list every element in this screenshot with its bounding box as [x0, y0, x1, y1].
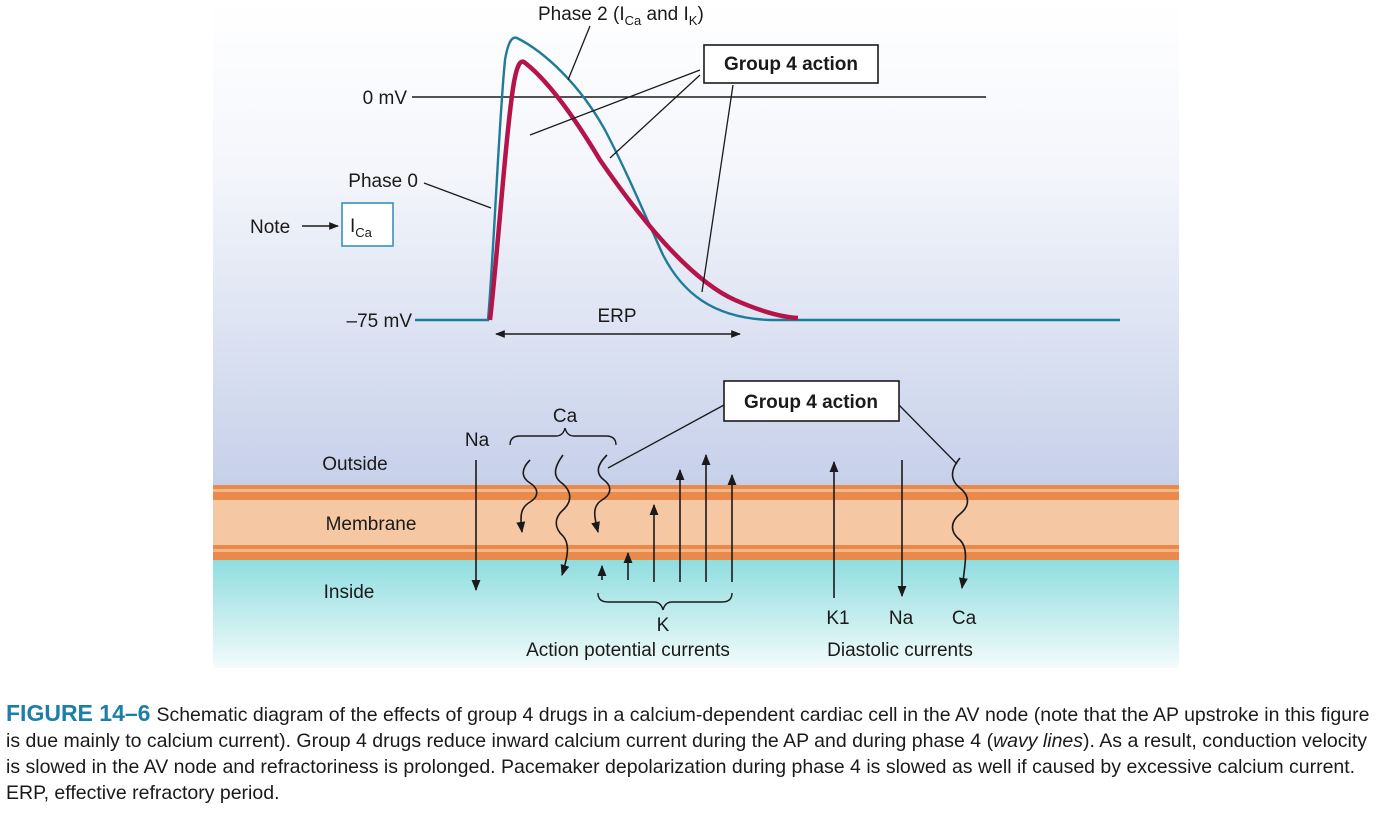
inside-label: Inside [324, 582, 375, 603]
figure-label: FIGURE 14–6 [6, 700, 151, 726]
na-right-label: Na [889, 608, 914, 629]
ap-currents-label: Action potential currents [526, 640, 730, 661]
diastolic-currents-label: Diastolic currents [827, 640, 973, 661]
note-label: Note [250, 217, 290, 238]
phase2-label: Phase 2 (ICa and IK) [538, 4, 704, 28]
ca-wavy-arrow-2 [554, 454, 571, 577]
k1-label: K1 [826, 608, 849, 629]
na-left-label: Na [465, 430, 490, 451]
caption-text-2: ). As a result, conduction velocity is s… [6, 730, 1367, 804]
caption-italic: wavy lines [993, 730, 1084, 752]
ca-wavy-arrow-diastolic [951, 457, 969, 590]
ca-right-label: Ca [952, 608, 977, 629]
caption-text-1: Schematic diagram of the effects of grou… [6, 704, 1370, 752]
erp-label: ERP [597, 306, 636, 327]
group4-bottom-label: Group 4 action [744, 392, 878, 413]
control-ap-trace [415, 36, 1120, 322]
inside-region [213, 560, 1179, 668]
rest-mv-label: –75 mV [347, 311, 413, 332]
membrane-band [213, 485, 1179, 560]
outside-label: Outside [322, 454, 387, 475]
group4-bottom-box [723, 380, 900, 422]
group4-top-label: Group 4 action [724, 54, 858, 75]
group4-top-box [703, 44, 879, 84]
figure-diagram: Phase 2 (ICa and IK) Group 4 action 0 mV… [213, 0, 1179, 668]
k-bottom-brace [597, 592, 733, 611]
ica-label: ICa [350, 216, 373, 240]
phase0-label: Phase 0 [348, 171, 418, 192]
membrane-label: Membrane [326, 514, 417, 535]
ca-wavy-arrow-3 [591, 454, 611, 534]
ca-top-label: Ca [553, 406, 578, 427]
drug-ap-trace [487, 59, 799, 321]
zero-mv-label: 0 mV [363, 88, 408, 109]
ica-box [341, 202, 394, 247]
ca-wavy-arrow-1 [516, 459, 538, 534]
ca-top-brace [509, 427, 617, 446]
k-label: K [657, 615, 670, 636]
